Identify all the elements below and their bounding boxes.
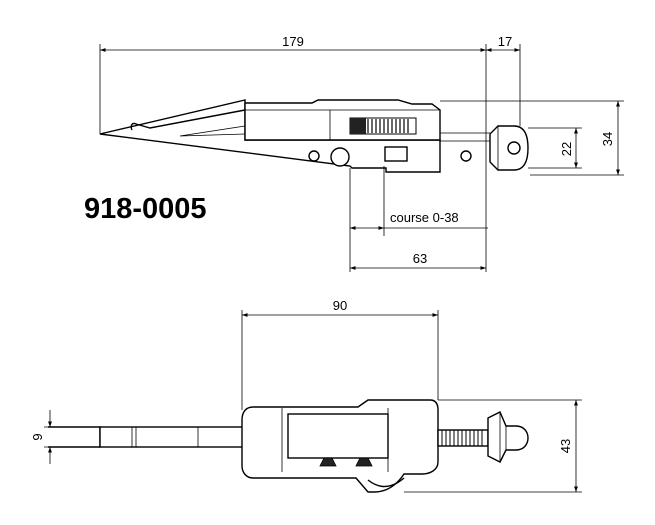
hook-tip (130, 109, 246, 131)
display-window (287, 413, 389, 459)
hole-1 (308, 150, 320, 162)
dim-22: 22 (559, 142, 574, 156)
dim-34: 34 (600, 132, 615, 146)
side-view-dimensions: 179 17 22 34 course 0-38 63 (99, 34, 624, 272)
wheel-edge-top (367, 477, 405, 488)
dim-17: 17 (498, 34, 512, 49)
button-right-icon (355, 457, 373, 467)
probe-tip-top (48, 426, 101, 448)
dim-course: course 0-38 (390, 210, 459, 225)
top-view (48, 399, 529, 493)
dim-9: 9 (30, 433, 45, 440)
dim-43: 43 (558, 439, 573, 453)
dim-63: 63 (413, 251, 427, 266)
slider-block (384, 146, 408, 162)
hole-2 (330, 147, 350, 167)
button-left-icon (319, 457, 337, 467)
top-view-dimensions: 90 9 43 (30, 298, 582, 493)
dim-90: 90 (333, 298, 347, 313)
hole-3 (460, 150, 472, 162)
side-view (99, 99, 529, 173)
end-knob-top (487, 411, 529, 463)
dim-179: 179 (282, 34, 304, 49)
part-number: 918-0005 (84, 193, 207, 225)
probe-rod (179, 125, 246, 137)
